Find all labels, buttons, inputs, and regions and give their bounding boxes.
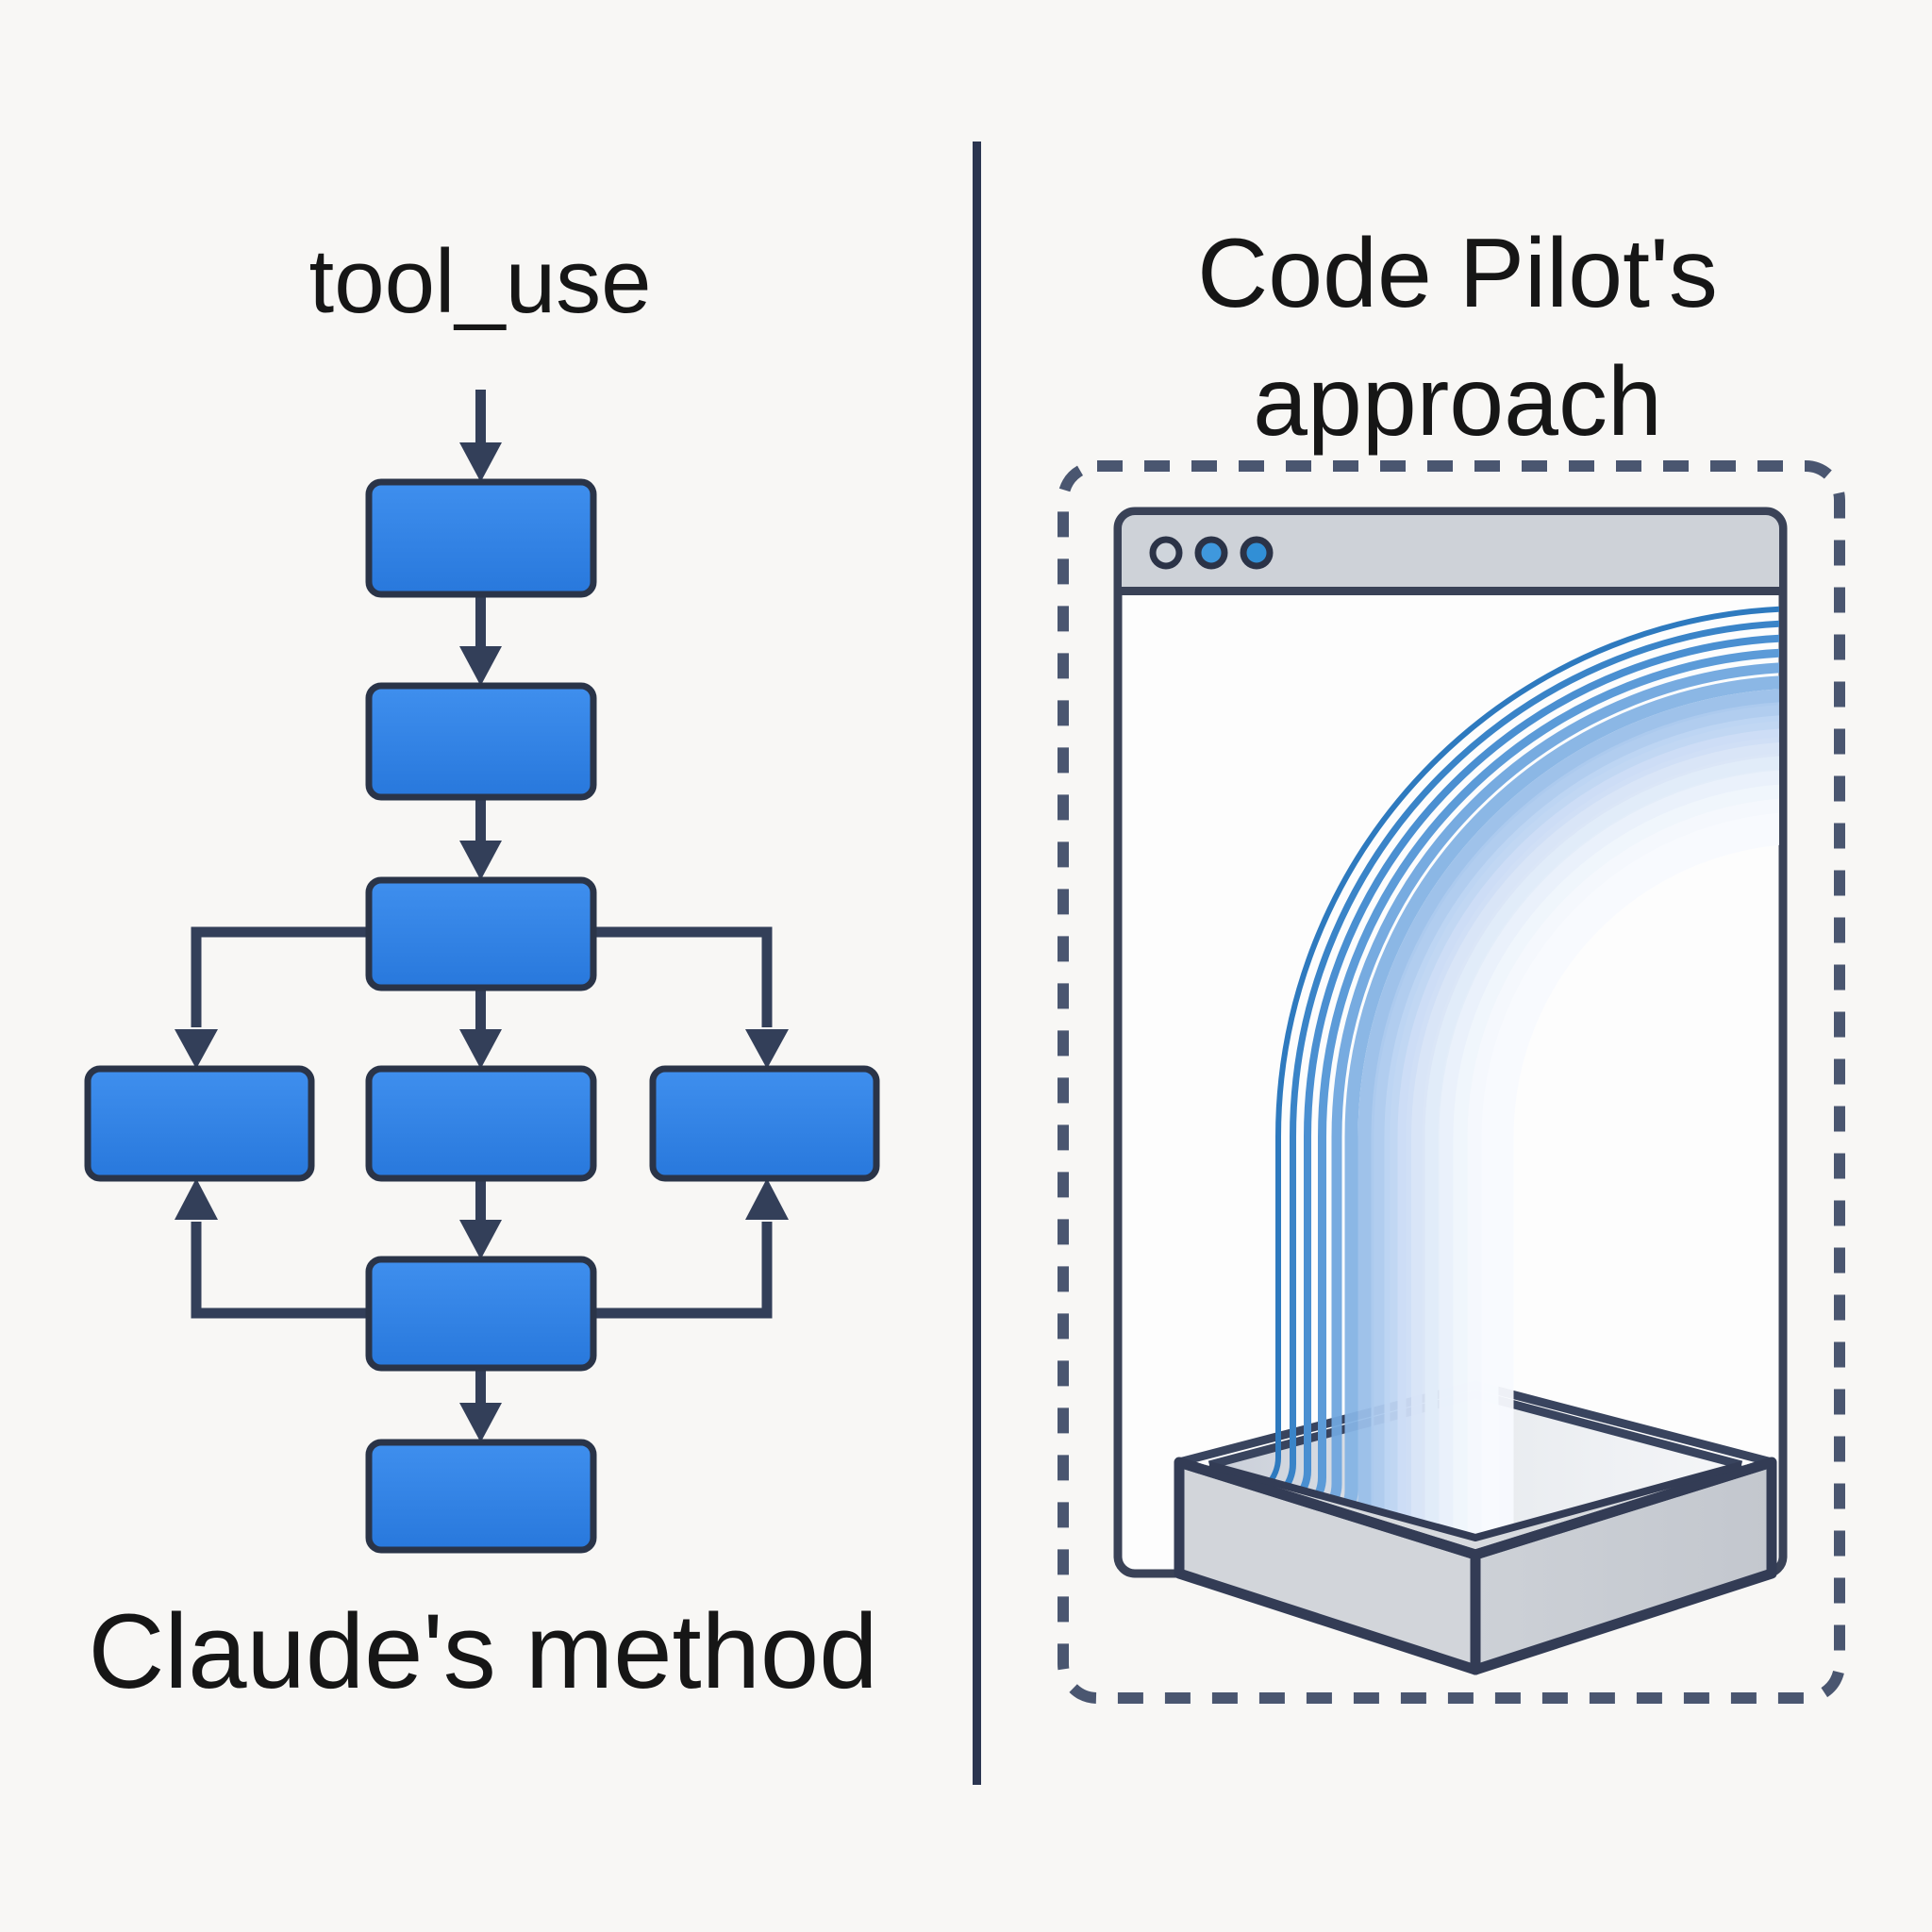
right-panel-title: Code Pilot's approach	[1080, 209, 1835, 466]
flow-node-3	[365, 876, 597, 991]
flow-node-left	[84, 1065, 315, 1182]
browser-titlebar-border	[1118, 587, 1783, 595]
flowchart-arrows	[175, 390, 789, 1442]
panel-divider	[973, 142, 981, 1785]
open-box-front	[1174, 1457, 1777, 1675]
left-panel-caption: Claude's method	[88, 1592, 878, 1710]
flow-node-2	[365, 682, 597, 801]
flowchart	[84, 390, 880, 1554]
flowchart-nodes	[84, 478, 880, 1554]
flowchart-loop-up-connectors	[191, 1222, 773, 1319]
window-dot-blue-1	[1194, 536, 1228, 570]
browser-titlebar	[1122, 515, 1779, 587]
flow-node-6	[365, 1439, 597, 1554]
right-panel-title-line1: Code Pilot's	[1197, 219, 1718, 328]
window-dots	[1149, 536, 1274, 570]
flow-node-5	[365, 1256, 597, 1372]
flowchart-branch-down-connectors	[191, 926, 773, 1027]
flow-node-1	[365, 478, 597, 598]
left-panel-title: tool_use	[308, 231, 652, 332]
window-dot-blue-2	[1240, 536, 1274, 570]
window-dot-gray	[1149, 536, 1183, 570]
stream-line	[1198, 606, 1779, 1500]
dashed-container	[1058, 460, 1845, 1704]
right-panel-title-line2: approach	[1253, 347, 1662, 457]
flow-node-right	[649, 1065, 880, 1182]
flow-node-4	[365, 1065, 597, 1182]
